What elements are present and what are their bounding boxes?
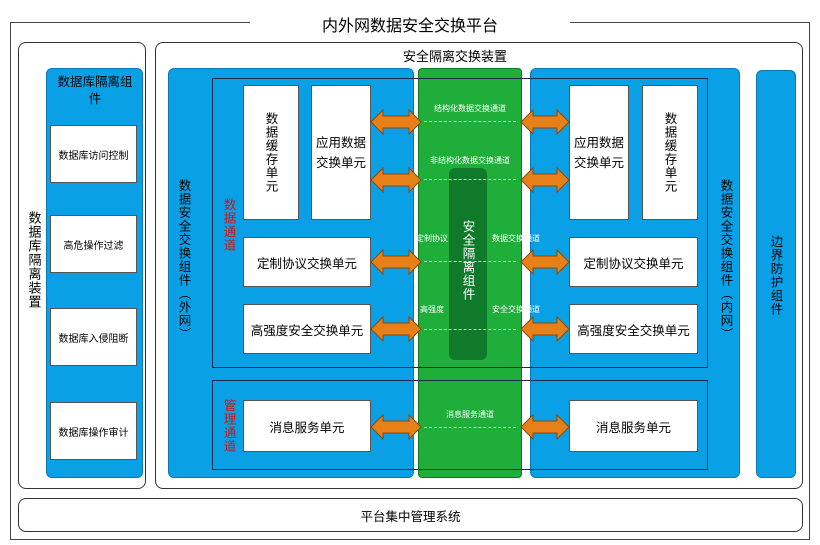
- outer-app-exchange-unit: 应用数据交换单元: [311, 85, 371, 220]
- database-isolation-device-label: 数据库隔离装置: [25, 211, 41, 309]
- arrow-structured-right: [520, 108, 570, 136]
- inner-security-unit: 高强度安全交换单元: [569, 304, 698, 354]
- management-channel-frame: [212, 380, 708, 470]
- management-channel-label: 管理通道: [221, 399, 237, 453]
- arrow-structured-left: [370, 108, 422, 136]
- protocol-channel-label-right: 数据交换通道: [492, 234, 540, 243]
- structured-channel-label: 结构化数据交换通道: [434, 104, 506, 113]
- border-protection-component: [756, 70, 796, 478]
- arrow-message-right: [520, 413, 570, 441]
- structured-channel-line: [424, 121, 516, 122]
- inner-protocol-unit: 定制协议交换单元: [569, 237, 698, 287]
- db-access-control-box: 数据库访问控制: [50, 125, 137, 183]
- inner-data-cache-unit: 数据缓存单元: [642, 85, 698, 220]
- protocol-channel-line: [424, 261, 516, 262]
- platform-management-system: 平台集中管理系统: [18, 498, 803, 532]
- db-audit-box: 数据库操作审计: [50, 402, 137, 460]
- high-risk-filter-box: 高危操作过滤: [50, 215, 137, 273]
- outer-security-unit: 高强度安全交换单元: [243, 304, 371, 354]
- arrow-unstructured-left: [370, 166, 422, 194]
- message-channel-label: 消息服务通道: [446, 410, 494, 419]
- inner-app-exchange-unit: 应用数据交换单元: [569, 85, 629, 220]
- data-channel-frame: [212, 78, 708, 368]
- security-exchange-device-title: 安全隔离交换装置: [402, 49, 507, 65]
- arrow-security-left: [370, 315, 422, 343]
- security-channel-label-left: 高强度: [420, 305, 444, 314]
- outer-data-cache-unit: 数据缓存单元: [243, 85, 299, 220]
- arrow-protocol-left: [370, 248, 422, 276]
- outer-protocol-unit: 定制协议交换单元: [243, 237, 371, 287]
- arrow-message-left: [370, 413, 422, 441]
- security-isolation-label: 安全隔离组件: [460, 219, 476, 301]
- inner-message-unit: 消息服务单元: [569, 400, 698, 452]
- protocol-channel-label-left: 定制协议: [416, 234, 448, 243]
- border-protection-label: 边界防护组件: [768, 234, 784, 316]
- outer-exchange-component-label: 数据安全交换组件（外网）: [176, 179, 192, 341]
- security-isolation-component: [449, 168, 487, 360]
- database-isolation-component-title: 数据库隔离组件: [57, 74, 133, 106]
- outer-message-unit: 消息服务单元: [243, 400, 371, 452]
- arrow-security-right: [520, 315, 570, 343]
- security-channel-label-right: 安全交换通道: [492, 305, 540, 314]
- unstructured-channel-line: [424, 179, 516, 180]
- platform-title: 内外网数据安全交换平台: [250, 15, 570, 35]
- message-channel-line: [424, 427, 516, 428]
- db-intrusion-block-box: 数据库入侵阻断: [50, 308, 137, 366]
- arrow-unstructured-right: [520, 166, 570, 194]
- security-channel-line: [424, 329, 516, 330]
- arrow-protocol-right: [520, 248, 570, 276]
- inner-exchange-component-label: 数据安全交换组件（内网）: [718, 179, 734, 341]
- unstructured-channel-label: 非结构化数据交换通道: [430, 156, 510, 165]
- data-channel-label: 数据通道: [221, 198, 237, 252]
